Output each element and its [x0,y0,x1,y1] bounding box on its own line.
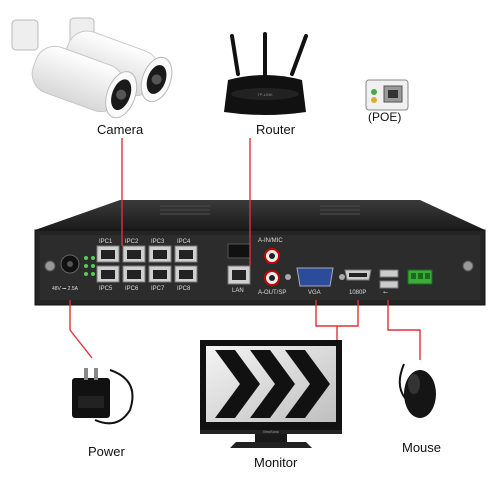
power-label: Power [88,444,125,459]
mouse-icon [398,363,436,418]
power-jack-icon [60,254,80,274]
camera-icon [11,17,173,119]
ipc4-label: IPC4 [177,239,191,245]
router-label: Router [256,122,296,137]
lan-label: LAN [232,288,244,294]
router-brand: TP-LINK [257,92,273,97]
audio-in-label: A-IN/MIC [258,238,283,244]
poe-port-icon [365,79,409,111]
vga-port-icon [285,267,345,287]
ipc5-label: IPC5 [99,286,113,292]
hdmi-label: 1080P [349,290,367,296]
poe-label: (POE) [368,110,402,124]
ipc2-label: IPC2 [125,239,139,245]
audio-jack-icon [264,248,280,286]
power-switch-icon [227,243,251,259]
mouse-label: Mouse [402,440,442,455]
monitor-icon: ViewSonic [200,340,342,448]
power-adapter-icon [72,368,134,425]
ipc7-label: IPC7 [151,286,165,292]
ipc3-label: IPC3 [151,239,165,245]
ipc8-label: IPC8 [177,286,191,292]
monitor-brand: ViewSonic [263,430,280,434]
alarm-terminal-icon [407,269,433,285]
ipc6-label: IPC6 [125,286,139,292]
hdmi-port-icon [344,269,372,281]
usb-port-icon [379,269,399,289]
connection-wires [69,138,421,360]
status-led-icon [84,256,95,276]
vga-label: VGA [308,290,321,296]
camera-label: Camera [97,122,144,137]
ipc1-label: IPC1 [99,239,113,245]
monitor-label: Monitor [254,455,298,470]
router-icon: TP-LINK [224,32,308,115]
audio-out-label: A-OUT/SP [258,290,287,296]
lan-port-icon [227,265,251,285]
power-in-label: 48V ⎓ 2.5A [52,286,78,292]
usb-label: ⭠ [383,290,388,296]
